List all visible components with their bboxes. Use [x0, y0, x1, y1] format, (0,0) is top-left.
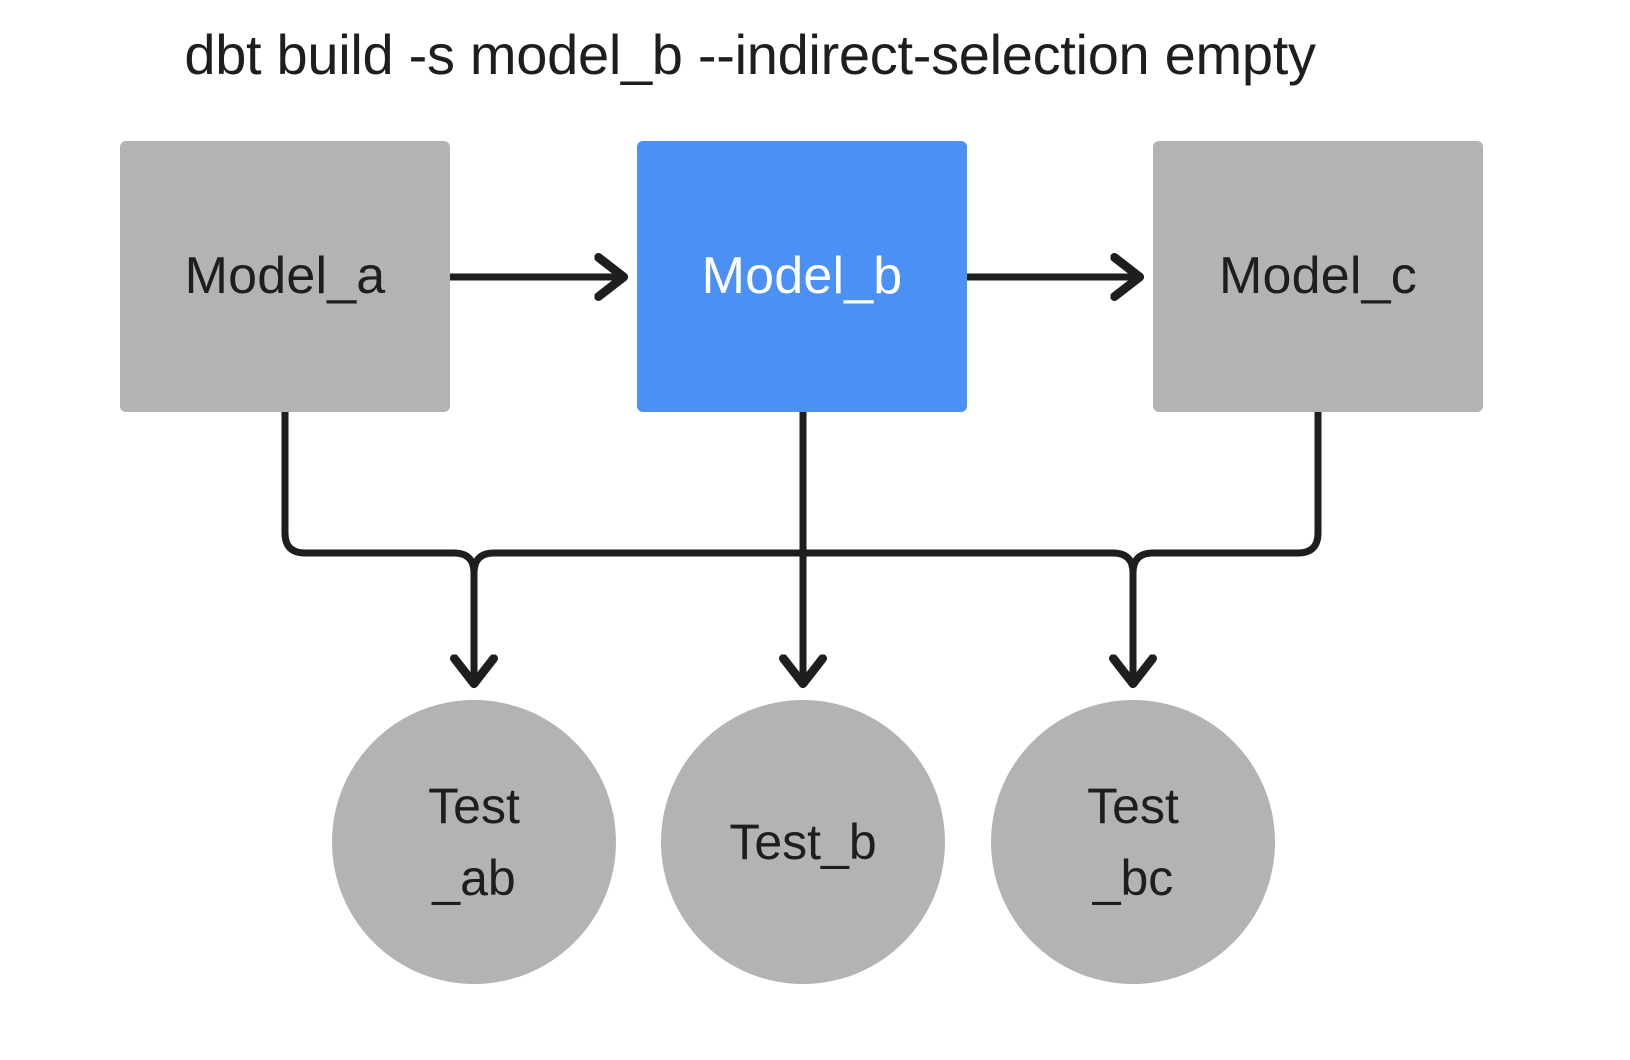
- node-model-b-label: Model_b: [701, 247, 903, 306]
- node-test-bc-label-line2: _bc: [1092, 850, 1174, 906]
- node-model-c-label: Model_c: [1219, 247, 1417, 306]
- node-test-ab-label-line2: _ab: [432, 850, 516, 906]
- node-model-a[interactable]: Model_a: [120, 141, 450, 412]
- edge-model-a-to-bus: [281, 412, 474, 683]
- node-test-ab[interactable]: Test _ab: [332, 700, 616, 984]
- node-test-b-label: Test_b: [703, 806, 903, 879]
- node-test-bc-label-line1: Test: [1087, 777, 1179, 834]
- edge-model-b-to-test-ab: [470, 549, 803, 574]
- node-test-bc[interactable]: Test _bc: [991, 700, 1275, 984]
- node-test-bc-label: Test _bc: [1058, 770, 1208, 915]
- diagram-title: dbt build -s model_b --indirect-selectio…: [184, 23, 1316, 86]
- node-model-c[interactable]: Model_c: [1153, 141, 1483, 412]
- node-test-ab-label-line1: Test: [428, 777, 520, 834]
- node-model-a-label: Model_a: [184, 247, 386, 306]
- node-test-ab-label: Test _ab: [399, 770, 549, 915]
- node-test-b[interactable]: Test_b: [661, 700, 945, 984]
- node-model-b[interactable]: Model_b: [637, 141, 967, 412]
- edge-model-c-to-bus: [1133, 412, 1322, 683]
- node-test-b-label-line1: Test_b: [729, 813, 877, 870]
- edge-model-b-to-test-bc: [803, 549, 1137, 574]
